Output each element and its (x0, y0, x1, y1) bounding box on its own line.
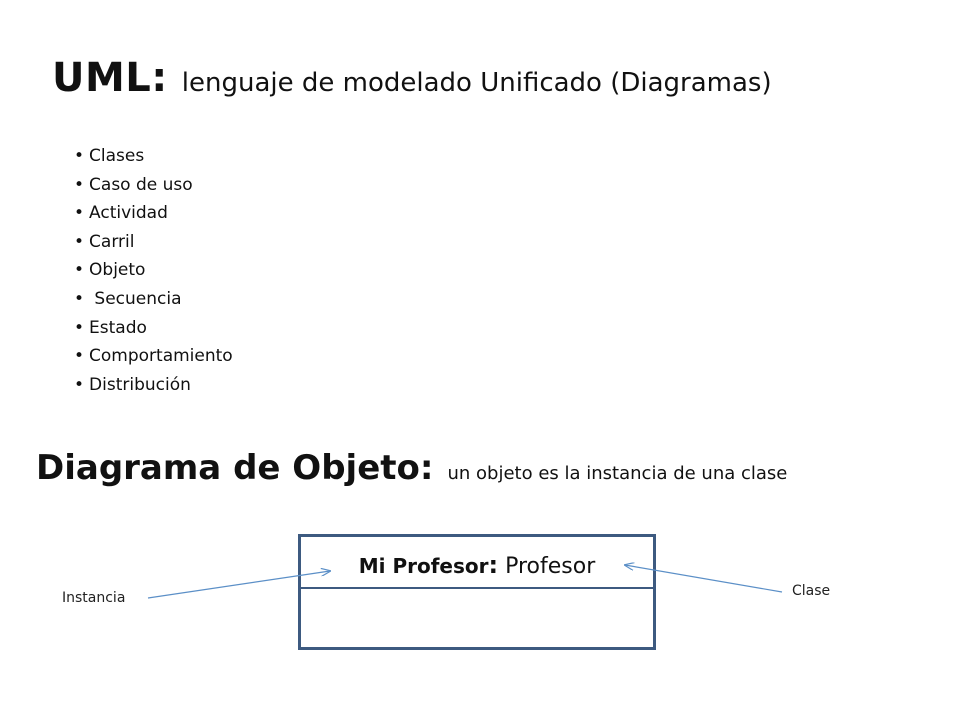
bullet-icon: • (74, 231, 85, 252)
object-name-compartment: Mi Profesor: Profesor (301, 551, 653, 580)
diagram-type-item: • Secuencia (74, 285, 233, 314)
object-heading-subtitle: un objeto es la instancia de una clase (447, 463, 788, 484)
diagram-type-label: Carril (89, 231, 135, 252)
instance-arrow (147, 571, 330, 599)
diagram-type-label: Estado (89, 317, 147, 338)
object-heading-colon: : (419, 448, 434, 488)
bullet-icon: • (74, 146, 85, 166)
diagram-type-label: Caso de uso (89, 174, 193, 195)
diagram-type-item: •Actividad (74, 199, 233, 228)
object-heading-main: Diagrama de Objeto (36, 448, 420, 488)
class-label: Clase (792, 583, 831, 599)
bullet-icon: • (74, 203, 85, 224)
object-instance-name: Mi Profesor (358, 554, 489, 578)
object-box: Mi Profesor: Profesor (298, 534, 656, 650)
bullet-icon: • (74, 317, 85, 338)
diagram-type-item: •Carril (74, 228, 233, 257)
object-separator: : (488, 551, 499, 579)
diagram-type-label: Comportamiento (89, 346, 233, 367)
diagram-type-label: Objeto (89, 260, 146, 281)
diagram-types-list: •Clases•Caso de uso•Actividad•Carril•Obj… (74, 142, 233, 399)
title-subtitle: lenguaje de modelado Unificado (Diagrama… (181, 68, 772, 98)
bullet-icon: • (74, 174, 85, 195)
title-main: UML: (52, 55, 168, 101)
diagram-type-label: Secuencia (89, 288, 182, 309)
bullet-icon: • (74, 374, 85, 395)
object-class-name: Profesor (498, 554, 596, 579)
class-arrow (625, 565, 783, 593)
diagram-type-item: •Objeto (74, 256, 233, 285)
bullet-icon: • (74, 288, 85, 309)
slide-title: UML: lenguaje de modelado Unificado (Diag… (52, 58, 772, 98)
diagram-type-item: •Caso de uso (74, 171, 233, 200)
diagram-type-label: Distribución (89, 374, 191, 395)
object-diagram-heading: Diagrama de Objeto: un objeto es la insta… (36, 451, 787, 485)
diagram-type-item: •Estado (74, 314, 233, 343)
object-compartment-divider (301, 587, 653, 589)
diagram-type-item: •Distribución (74, 371, 233, 400)
diagram-type-label: Clases (89, 146, 145, 166)
bullet-icon: • (74, 260, 85, 281)
diagram-type-label: Actividad (89, 203, 168, 224)
diagram-type-item: •Comportamiento (74, 342, 233, 371)
bullet-icon: • (74, 346, 85, 367)
diagram-type-item: •Clases (74, 142, 233, 171)
instance-label: Instancia (62, 590, 126, 606)
